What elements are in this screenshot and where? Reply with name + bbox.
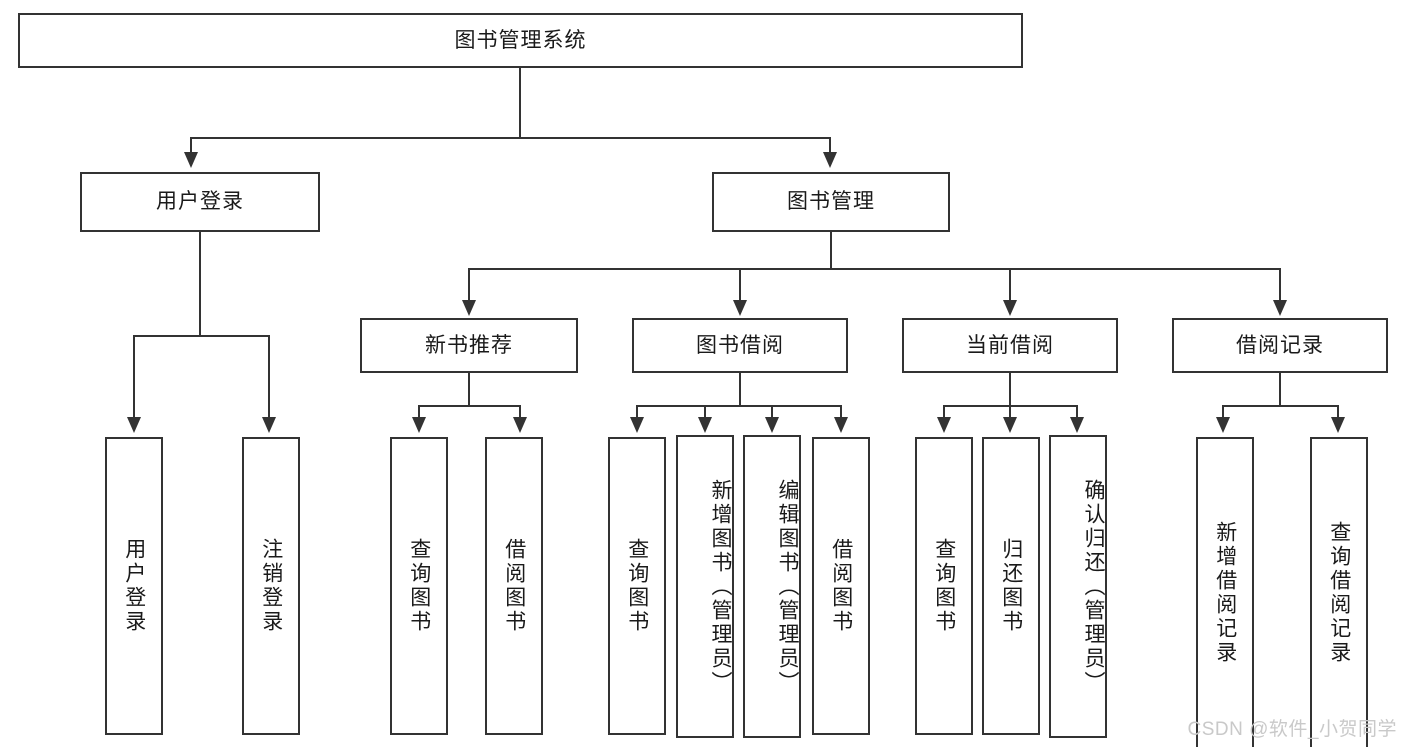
edge-book-borrow-to-leaf-2 [704,405,706,419]
edge-user-login-bus [133,335,269,337]
edge-book-borrow-bus [636,405,841,407]
node-label: 用户登录 [122,538,146,634]
node-label: 借阅图书 [502,538,526,634]
leaf-query-borrow-record[interactable]: 查询借阅记录 [1310,437,1368,747]
edge-book-borrow-to-leaf-1 [636,405,638,419]
leaf-book-borrow-edit-book-admin[interactable]: 编辑图书（管理员） [743,435,801,738]
edge-borrow-record-to-leaf-1 [1222,405,1224,419]
edge-root-stem [519,68,521,138]
arrow-book-borrow-to-leaf-2 [698,417,712,433]
edge-borrow-record-bus [1222,405,1339,407]
node-label: 查询图书 [932,538,956,634]
arrow-new-book-to-leaf-2 [513,417,527,433]
arrow-current-borrow-to-leaf-2 [1003,417,1017,433]
edge-book-borrow-stem [739,373,741,406]
arrow-root-to-user-login [184,152,198,168]
edge-book-manage-bus [468,268,1280,270]
edge-user-login-to-leaf-1 [133,335,135,419]
edge-borrow-record-to-leaf-2 [1337,405,1339,419]
arrow-root-to-book-manage [823,152,837,168]
node-label: 当前借阅 [966,333,1054,357]
leaf-user-login[interactable]: 用户登录 [105,437,163,735]
node-new-book-recommend[interactable]: 新书推荐 [360,318,578,373]
node-label: 用户登录 [156,190,244,214]
edge-new-book-stem [468,373,470,406]
arrow-new-book-to-leaf-1 [412,417,426,433]
leaf-new-book-borrow-book[interactable]: 借阅图书 [485,437,543,735]
node-label: 借阅记录 [1236,333,1324,357]
node-label: 编辑图书（管理员） [776,478,799,695]
leaf-current-borrow-query-book[interactable]: 查询图书 [915,437,973,735]
edge-current-borrow-to-leaf-3 [1076,405,1078,419]
edge-current-borrow-stem [1009,373,1011,406]
arrow-book-manage-to-new-book [462,300,476,316]
leaf-new-book-query-book[interactable]: 查询图书 [390,437,448,735]
arrow-current-borrow-to-leaf-1 [937,417,951,433]
node-label: 新增图书（管理员） [709,478,732,695]
edge-book-borrow-to-leaf-3 [771,405,773,419]
edge-book-manage-to-new-book [468,268,470,302]
edge-user-login-stem [199,232,201,336]
node-label: 查询图书 [625,538,649,634]
node-user-login[interactable]: 用户登录 [80,172,320,232]
node-label: 归还图书 [999,538,1023,634]
arrow-user-login-to-leaf-1 [127,417,141,433]
edge-borrow-record-stem [1279,373,1281,406]
edge-root-to-user-login [190,137,192,155]
edge-book-manage-to-current-borrow [1009,268,1011,302]
node-label: 图书借阅 [696,333,784,357]
edge-root-to-book-manage [829,137,831,155]
edge-user-login-to-leaf-2 [268,335,270,419]
edge-book-manage-to-book-borrow [739,268,741,302]
node-label: 查询图书 [407,538,431,634]
arrow-user-login-to-leaf-2 [262,417,276,433]
watermark-text: CSDN @软件_小贺同学 [1187,719,1397,740]
arrow-book-manage-to-current-borrow [1003,300,1017,316]
leaf-book-borrow-add-book-admin[interactable]: 新增图书（管理员） [676,435,734,738]
edge-new-book-to-leaf-1 [418,405,420,419]
node-borrow-record[interactable]: 借阅记录 [1172,318,1388,373]
node-label: 查询借阅记录 [1327,521,1351,665]
arrow-book-borrow-to-leaf-1 [630,417,644,433]
arrow-book-borrow-to-leaf-3 [765,417,779,433]
node-book-management[interactable]: 图书管理 [712,172,950,232]
node-label: 图书管理 [787,190,875,214]
arrow-book-manage-to-book-borrow [733,300,747,316]
arrow-borrow-record-to-leaf-2 [1331,417,1345,433]
edge-book-manage-to-borrow-record [1279,268,1281,302]
edge-new-book-bus [418,405,520,407]
leaf-book-borrow-query-book[interactable]: 查询图书 [608,437,666,735]
edge-book-manage-stem [830,232,832,269]
leaf-current-borrow-return-book[interactable]: 归还图书 [982,437,1040,735]
arrow-book-manage-to-borrow-record [1273,300,1287,316]
arrow-current-borrow-to-leaf-3 [1070,417,1084,433]
node-label: 新增借阅记录 [1213,521,1237,665]
node-label: 借阅图书 [829,538,853,634]
edge-root-bus [190,137,831,139]
arrow-borrow-record-to-leaf-1 [1216,417,1230,433]
leaf-current-borrow-confirm-return-admin[interactable]: 确认归还（管理员） [1049,435,1107,738]
leaf-logout[interactable]: 注销登录 [242,437,300,735]
node-current-borrow[interactable]: 当前借阅 [902,318,1118,373]
node-label: 注销登录 [259,538,283,634]
arrow-book-borrow-to-leaf-4 [834,417,848,433]
edge-book-borrow-to-leaf-4 [840,405,842,419]
leaf-book-borrow-borrow-book[interactable]: 借阅图书 [812,437,870,735]
leaf-add-borrow-record[interactable]: 新增借阅记录 [1196,437,1254,747]
node-label: 新书推荐 [425,333,513,357]
edge-current-borrow-to-leaf-2 [1009,405,1011,419]
edge-current-borrow-to-leaf-1 [943,405,945,419]
edge-new-book-to-leaf-2 [519,405,521,419]
node-label: 图书管理系统 [454,28,587,52]
node-label: 确认归还（管理员） [1082,478,1105,695]
node-book-borrow[interactable]: 图书借阅 [632,318,848,373]
node-root-system[interactable]: 图书管理系统 [18,13,1023,68]
